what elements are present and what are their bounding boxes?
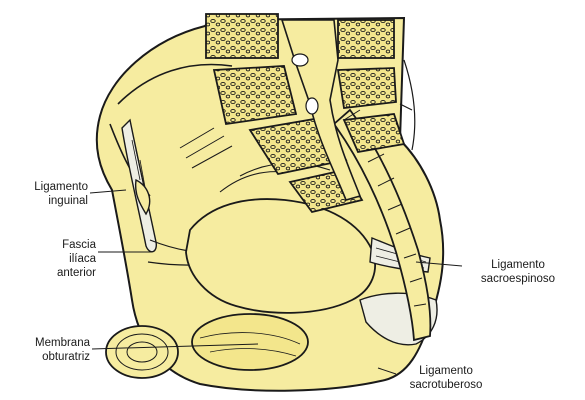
label-sacrospinous-ligament: Ligamento sacroespinoso (458, 258, 578, 286)
obturator-membrane-shape (192, 314, 308, 370)
obturator-line1: Membrana (4, 336, 90, 350)
sacrotuberous-line2: sacrotuberoso (390, 378, 502, 392)
label-sacrotuberous-ligament: Ligamento sacrotuberoso (390, 364, 502, 392)
fascia-line1: Fascia (18, 238, 96, 252)
obturator-line2: obturatriz (4, 350, 90, 364)
inguinal-line2: inguinal (4, 194, 88, 208)
label-fascia-iliaca: Fascia ilíaca anterior (18, 238, 96, 280)
label-inguinal-ligament: Ligamento inguinal (4, 180, 88, 208)
sacrospinous-line2: sacroespinoso (458, 272, 578, 286)
sacrotuberous-line1: Ligamento (390, 364, 502, 378)
fascia-line2: ilíaca (18, 252, 96, 266)
label-obturator-membrane: Membrana obturatriz (4, 336, 90, 364)
inguinal-line1: Ligamento (4, 180, 88, 194)
fascia-line3: anterior (18, 266, 96, 280)
sacrospinous-line1: Ligamento (458, 258, 578, 272)
